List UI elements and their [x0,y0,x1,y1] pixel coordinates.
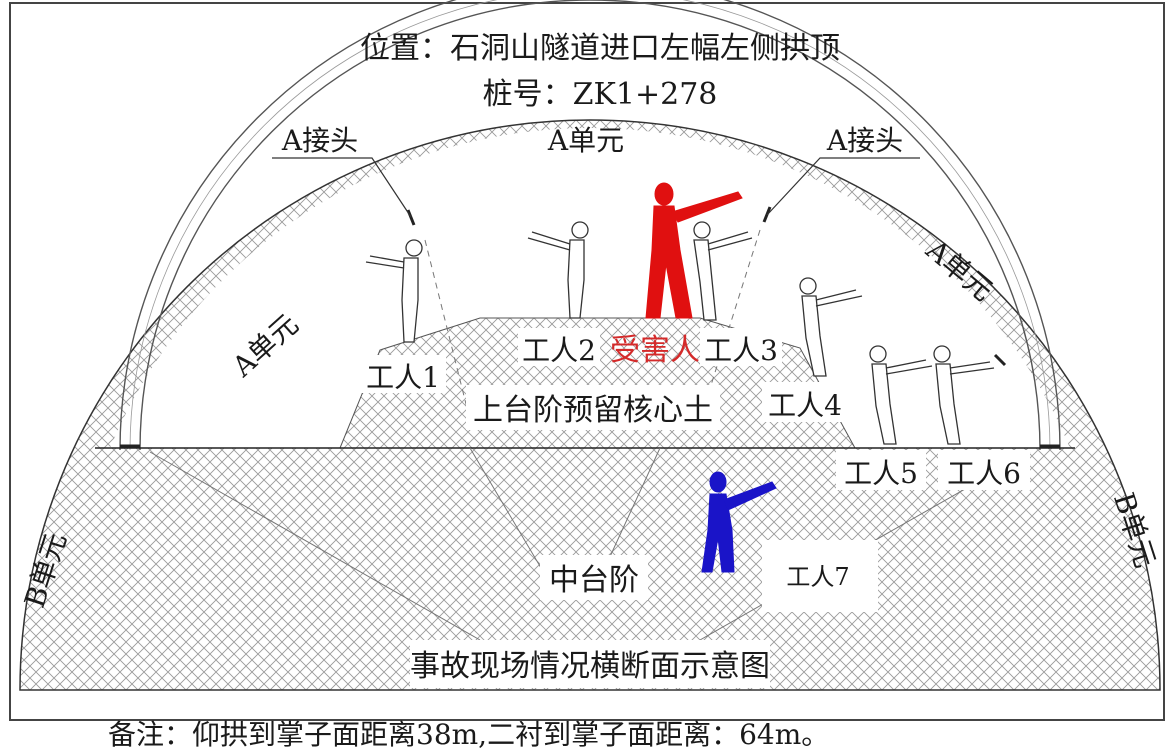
diagram-caption: 事故现场情况横断面示意图 [410,649,770,684]
victim-label: 受害人 [610,333,700,368]
frame [9,2,1165,721]
leader-lines [272,157,920,218]
a-unit-top-label: A单元 [547,124,624,157]
worker-1-label: 工人1 [366,361,440,394]
worker-5-label: 工人5 [844,457,918,490]
worker-7-label: 工人7 [786,563,849,591]
middle-bench-label: 中台阶 [549,563,639,598]
worker-3-label: 工人3 [704,334,778,367]
lining-arch [119,0,1061,451]
worker-7-figure [701,471,777,573]
location-title: 位置：石洞山隧道进口左幅左侧拱顶 [360,31,840,66]
upper-bench-label: 上台阶预留核心土 [473,393,713,428]
worker-6-label: 工人6 [947,457,1021,490]
worker-4-label: 工人4 [768,389,842,422]
worker-4-figure [799,277,863,377]
worker-2-label: 工人2 [522,334,596,367]
worker-figures [365,221,995,445]
worker-1-figure [365,239,423,343]
station-number: 桩号：ZK1+278 [483,77,718,112]
footnote: 备注：仰拱到掌子面距离38m,二衬到掌子面距离：64m。 [108,718,829,751]
victim-figure [645,182,743,319]
worker-2-figure [527,221,589,319]
worker-5-figure [869,345,933,445]
worker-3-figure [693,221,753,321]
a-joint-left-label: A接头 [281,124,358,157]
worker-6-figure [933,345,995,445]
a-joint-right-label: A接头 [826,124,903,157]
